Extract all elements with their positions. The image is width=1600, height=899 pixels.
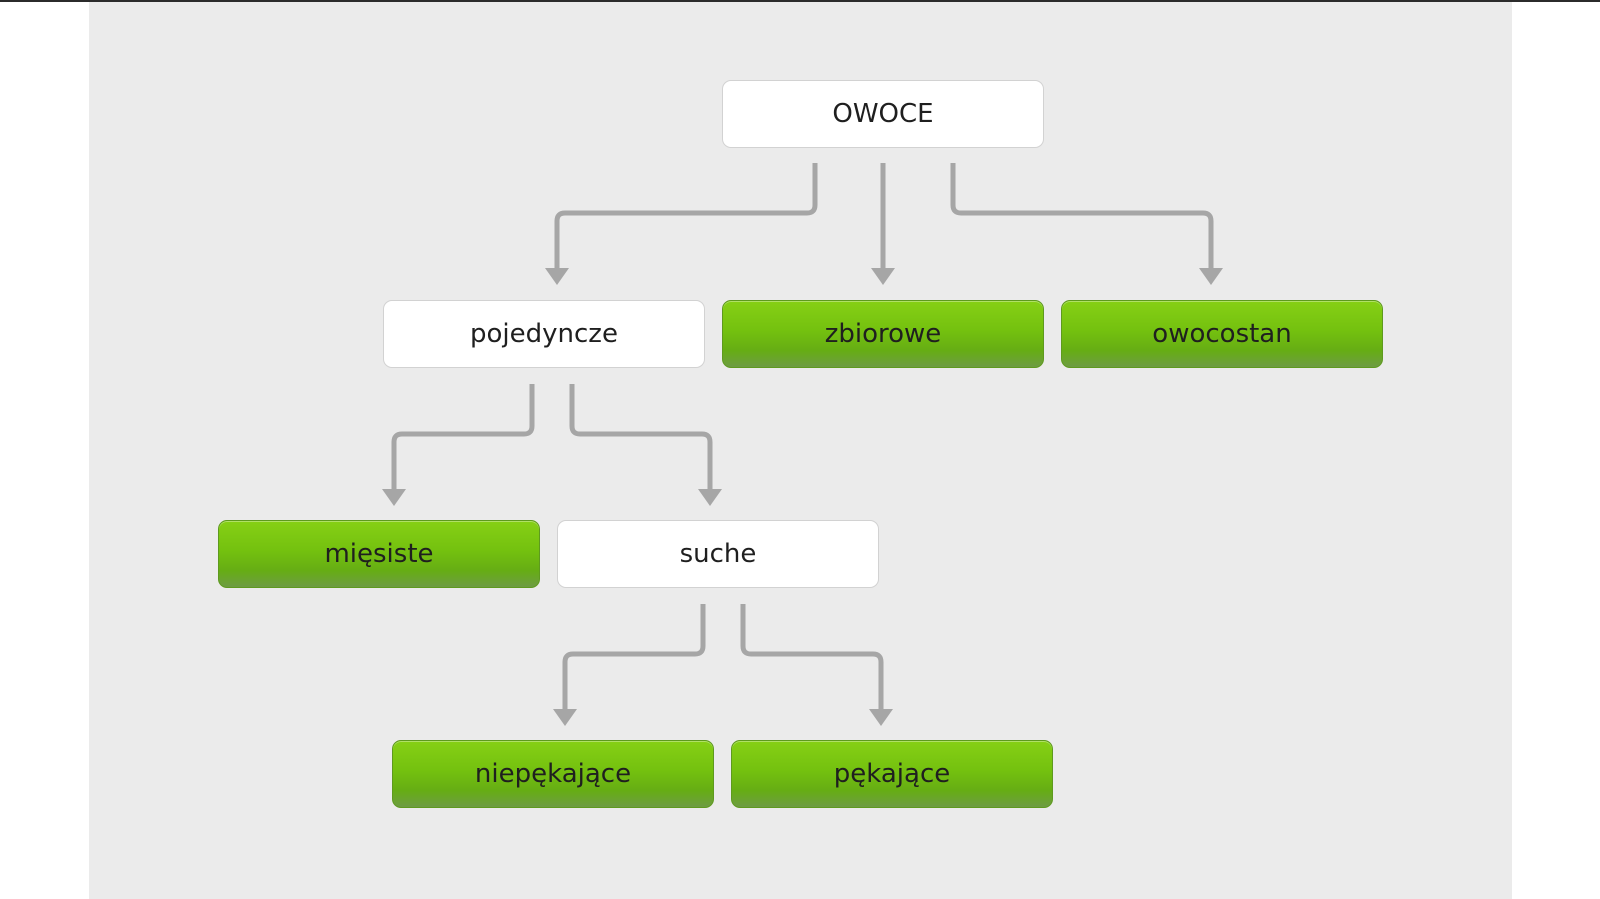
node-single-pojedyncze[interactable]: pojedyncze: [383, 300, 705, 368]
node-indehiscent-niepekajace[interactable]: niepękające: [392, 740, 714, 808]
arrow-single-to-dry: [569, 384, 713, 493]
arrowhead-multiple: [1199, 268, 1223, 285]
arrowhead-dry: [698, 489, 722, 506]
arrow-root-to-single: [554, 163, 818, 272]
node-fleshy-miesiste[interactable]: mięsiste: [218, 520, 540, 588]
node-aggregate-zbiorowe[interactable]: zbiorowe: [722, 300, 1044, 368]
node-dehiscent-pekajace[interactable]: pękające: [731, 740, 1053, 808]
arrowhead-fleshy: [382, 489, 406, 506]
node-root-owoce[interactable]: OWOCE: [722, 80, 1044, 148]
node-dry-suche[interactable]: suche: [557, 520, 879, 588]
arrowhead-aggregate: [871, 268, 895, 285]
arrow-root-to-multiple: [950, 163, 1214, 272]
arrow-single-to-fleshy: [391, 384, 535, 493]
arrow-dry-to-dehiscent: [740, 604, 884, 713]
arrow-dry-to-indehiscent: [562, 604, 706, 713]
node-multiple-owocostan[interactable]: owocostan: [1061, 300, 1383, 368]
arrowhead-single: [545, 268, 569, 285]
arrowhead-dehiscent: [869, 709, 893, 726]
arrowhead-indehiscent: [553, 709, 577, 726]
top-border-line: [0, 0, 1600, 2]
